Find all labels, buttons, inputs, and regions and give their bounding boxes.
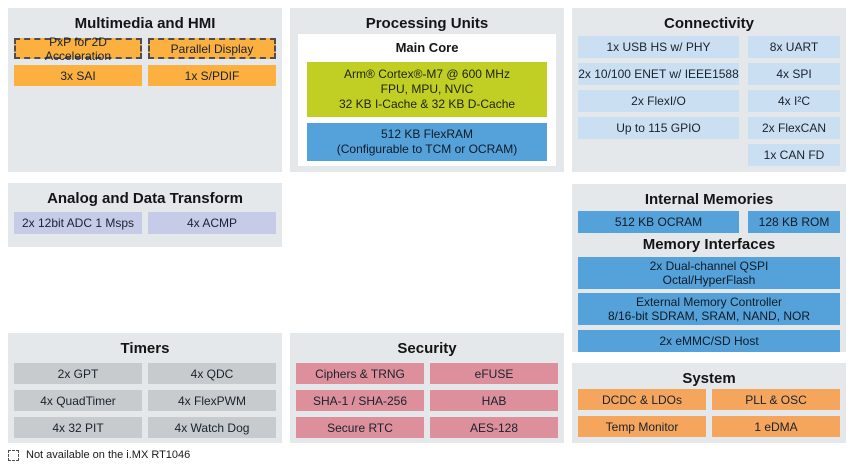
section-timers: Timers 2x GPT 4x QDC 4x QuadTimer 4x Fle… — [8, 333, 282, 443]
emc-line-2: 8/16-bit SDRAM, SRAM, NAND, NOR — [607, 309, 811, 323]
cpu-line-1: Arm® Cortex®-M7 @ 600 MHz — [344, 67, 510, 81]
block-temp-monitor: Temp Monitor — [578, 416, 706, 437]
block-usb-hs-phy: 1x USB HS w/ PHY — [578, 36, 739, 58]
section-security: Security Ciphers & TRNG eFUSE SHA-1 / SH… — [290, 333, 564, 443]
analog-grid: 2x 12bit ADC 1 Msps 4x ACMP — [8, 207, 282, 234]
section-title-processing-units: Processing Units — [365, 15, 489, 32]
main-core-box: Main Core Arm® Cortex®-M7 @ 600 MHz FPU,… — [298, 34, 556, 166]
block-rom: 128 KB ROM — [748, 211, 840, 233]
block-qspi: 2x Dual-channel QSPI Octal/HyperFlash — [578, 257, 840, 289]
block-quadtimer: 4x QuadTimer — [14, 390, 142, 411]
emc-line-1: External Memory Controller — [635, 295, 783, 309]
block-i2c: 4x I²C — [748, 90, 840, 112]
legend-label: Not available on the i.MX RT1046 — [26, 449, 191, 461]
block-spi: 4x SPI — [748, 63, 840, 85]
block-ciphers-trng: Ciphers & TRNG — [296, 363, 424, 384]
block-acmp: 4x ACMP — [148, 212, 276, 234]
block-efuse: eFUSE — [430, 363, 558, 384]
section-multimedia-hmi: Multimedia and HMI PxP for 2D Accelerati… — [8, 8, 282, 172]
block-sha: SHA-1 / SHA-256 — [296, 390, 424, 411]
block-enet-ieee1588: 2x 10/100 ENET w/ IEEE1588 — [578, 63, 739, 85]
block-flexram: 512 KB FlexRAM (Configurable to TCM or O… — [307, 123, 547, 161]
section-system: System DCDC & LDOs PLL & OSC Temp Monito… — [572, 363, 846, 443]
section-title-memory-interfaces: Memory Interfaces — [642, 236, 776, 253]
section-title-connectivity: Connectivity — [663, 15, 754, 32]
legend: Not available on the i.MX RT1046 — [8, 449, 190, 461]
block-gpt: 2x GPT — [14, 363, 142, 384]
block-adc: 2x 12bit ADC 1 Msps — [14, 212, 142, 234]
block-parallel-display: Parallel Display — [148, 38, 276, 59]
section-memories: Internal Memories 512 KB OCRAM 128 KB RO… — [572, 184, 846, 352]
block-1x-spdif: 1x S/PDIF — [148, 65, 276, 86]
section-title-analog: Analog and Data Transform — [47, 190, 243, 207]
section-title-multimedia-hmi: Multimedia and HMI — [74, 15, 216, 32]
dashed-box-icon — [8, 449, 19, 461]
section-processing-units: Processing Units Main Core Arm® Cortex®-… — [290, 8, 564, 172]
block-3x-sai: 3x SAI — [14, 65, 142, 86]
block-pxp-2d-acceleration: PxP for 2D Acceleration — [14, 35, 142, 63]
block-32-pit: 4x 32 PIT — [14, 417, 142, 438]
qspi-line-1: 2x Dual-channel QSPI — [649, 259, 769, 273]
block-emmc-sd-host: 2x eMMC/SD Host — [578, 330, 840, 352]
block-ocram: 512 KB OCRAM — [578, 211, 739, 233]
block-dcdc-ldos: DCDC & LDOs — [578, 389, 706, 410]
cpu-line-3: 32 KB I-Cache & 32 KB D-Cache — [338, 97, 516, 111]
block-flexio: 2x FlexI/O — [578, 90, 739, 112]
section-analog-data-transform: Analog and Data Transform 2x 12bit ADC 1… — [8, 183, 282, 247]
section-title-internal-memories: Internal Memories — [644, 191, 774, 208]
section-title-timers: Timers — [120, 340, 170, 357]
block-pll-osc: PLL & OSC — [712, 389, 840, 410]
block-aes-128: AES-128 — [430, 417, 558, 438]
connectivity-grid: 1x USB HS w/ PHY 8x UART 2x 10/100 ENET … — [572, 32, 846, 166]
flexram-line-1: 512 KB FlexRAM — [380, 127, 474, 141]
cpu-line-2: FPU, MPU, NVIC — [380, 82, 474, 96]
block-flexpwm: 4x FlexPWM — [148, 390, 276, 411]
block-uart: 8x UART — [748, 36, 840, 58]
internal-memories-grid: 512 KB OCRAM 128 KB ROM — [572, 208, 846, 233]
section-title-security: Security — [397, 340, 457, 357]
block-external-memory-controller: External Memory Controller 8/16-bit SDRA… — [578, 293, 840, 325]
security-grid: Ciphers & TRNG eFUSE SHA-1 / SHA-256 HAB… — [290, 357, 564, 438]
section-connectivity: Connectivity 1x USB HS w/ PHY 8x UART 2x… — [572, 8, 846, 172]
block-qdc: 4x QDC — [148, 363, 276, 384]
flexram-line-2: (Configurable to TCM or OCRAM) — [336, 142, 518, 156]
block-secure-rtc: Secure RTC — [296, 417, 424, 438]
multimedia-grid: PxP for 2D Acceleration Parallel Display… — [8, 32, 282, 86]
block-cortex-m7-core: Arm® Cortex®-M7 @ 600 MHz FPU, MPU, NVIC… — [307, 62, 547, 117]
system-grid: DCDC & LDOs PLL & OSC Temp Monitor 1 eDM… — [572, 387, 846, 437]
section-title-system: System — [682, 370, 736, 387]
timers-grid: 2x GPT 4x QDC 4x QuadTimer 4x FlexPWM 4x… — [8, 357, 282, 438]
block-gpio: Up to 115 GPIO — [578, 117, 739, 139]
block-hab: HAB — [430, 390, 558, 411]
block-flexcan: 2x FlexCAN — [748, 117, 840, 139]
block-can-fd: 1x CAN FD — [748, 144, 840, 166]
main-core-title: Main Core — [395, 40, 459, 55]
block-watchdog: 4x Watch Dog — [148, 417, 276, 438]
qspi-line-2: Octal/HyperFlash — [662, 273, 756, 287]
block-edma: 1 eDMA — [712, 416, 840, 437]
